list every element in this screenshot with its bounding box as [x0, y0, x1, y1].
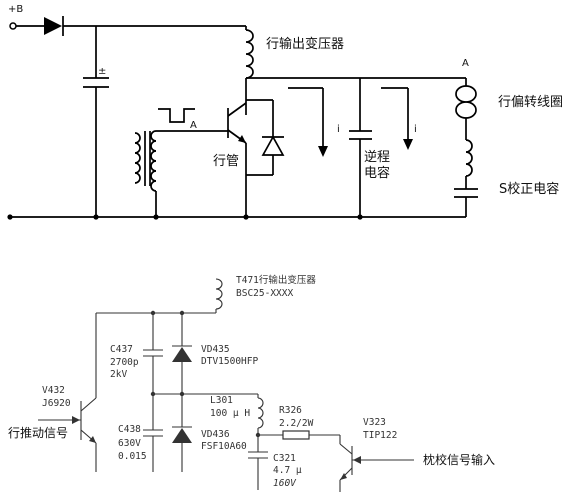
- horizontal-output-transistor: [227, 102, 247, 144]
- v323-name: V323: [363, 417, 386, 428]
- vd436-diode: [172, 426, 192, 443]
- current-arrow-1: [288, 87, 328, 157]
- c437-value: 2700p: [110, 357, 139, 368]
- v323-transistor: [339, 443, 353, 481]
- flyback-transformer-label: 行输出变压器: [266, 36, 344, 52]
- r326-resistor: [282, 430, 310, 440]
- filter-capacitor: [83, 77, 109, 88]
- c321-capacitor: [248, 451, 268, 459]
- v323-model: TIP122: [363, 430, 397, 441]
- vd436-model: FSF10A60: [201, 441, 247, 452]
- c437-rating: 2kV: [110, 369, 127, 380]
- t471-model: BSC25-XXXX: [236, 288, 293, 299]
- vplus-label: +B: [8, 4, 23, 15]
- retrace-cap-label-line1: 逆程: [364, 149, 390, 165]
- c437-name: C437: [110, 344, 133, 355]
- input-diode: [44, 16, 64, 36]
- drive-transformer-secondary: [150, 130, 157, 192]
- c321-voltage: 160V: [273, 478, 297, 489]
- c438-capacitor: [143, 429, 163, 437]
- current-arrow-2: [381, 87, 413, 150]
- point-a-left: A: [190, 120, 197, 131]
- vd436-name: VD436: [201, 429, 230, 440]
- flyback-primary-coil: [245, 29, 254, 79]
- damper-diode: [261, 135, 285, 156]
- current-label-1: i: [337, 124, 340, 135]
- r326-name: R326: [279, 405, 302, 416]
- r326-value: 2.2/2W: [279, 418, 314, 429]
- point-a-right: A: [462, 58, 469, 69]
- drive-signal-label: 行推动信号: [8, 426, 68, 440]
- drive-pulse-waveform: [158, 108, 195, 123]
- v432-name: V432: [42, 385, 65, 396]
- pincushion-correction-schematic: T471行输出变压器 BSC25-XXXX C437 2700p 2kV VD4…: [8, 274, 495, 492]
- retrace-cap-label-line2: 电容: [364, 165, 390, 181]
- capacitor-polarity: ±: [98, 66, 106, 77]
- v432-transistor: [80, 397, 97, 444]
- c437-capacitor: [143, 349, 163, 357]
- v432-model: J6920: [42, 398, 71, 409]
- c321-name: C321: [273, 453, 296, 464]
- c438-name: C438: [118, 424, 141, 435]
- t471-label: T471行输出变压器: [236, 274, 316, 286]
- l301-value: 100 μ H: [210, 408, 250, 419]
- transistor-label: 行管: [213, 154, 239, 169]
- pincushion-input-label: 枕校信号输入: [423, 452, 495, 467]
- l301-name: L301: [210, 395, 233, 406]
- vd435-diode: [172, 345, 192, 362]
- c438-voltage: 630V: [118, 438, 141, 449]
- vd435-model: DTV1500HFP: [201, 356, 258, 367]
- c438-value: 0.015: [118, 451, 147, 462]
- s-correction-capacitor: [454, 188, 478, 198]
- linearity-coil: [465, 139, 473, 177]
- deflection-coil: [455, 85, 477, 119]
- l301-inductor: [257, 397, 264, 429]
- t471-coil: [215, 278, 223, 310]
- deflection-coil-label: 行偏转线圈: [498, 95, 563, 110]
- vplus-terminal: [9, 22, 17, 30]
- c321-value: 4.7 μ: [273, 465, 302, 476]
- vd435-name: VD435: [201, 344, 230, 355]
- retrace-capacitor: [349, 130, 372, 140]
- s-cap-label: S校正电容: [499, 181, 559, 197]
- horizontal-output-schematic: +B ± 行输出变压器 A: [7, 4, 563, 220]
- drive-transformer-primary: [134, 132, 141, 184]
- current-label-2: i: [414, 124, 417, 135]
